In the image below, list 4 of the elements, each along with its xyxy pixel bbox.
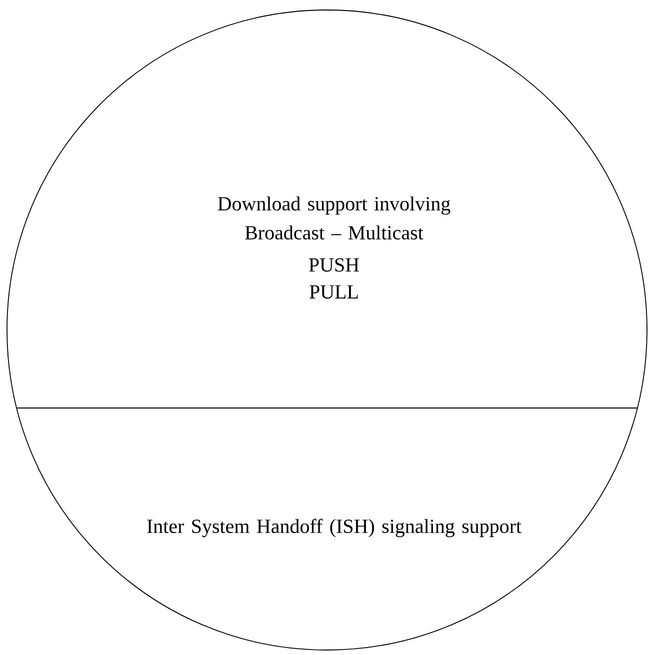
label: PUSH — [309, 258, 359, 272]
label: Download support involving Broadcast – Multicast — [218, 196, 450, 240]
label: Inter System Handoff (ISH) signaling support — [147, 518, 522, 538]
label: PULL — [310, 285, 358, 299]
